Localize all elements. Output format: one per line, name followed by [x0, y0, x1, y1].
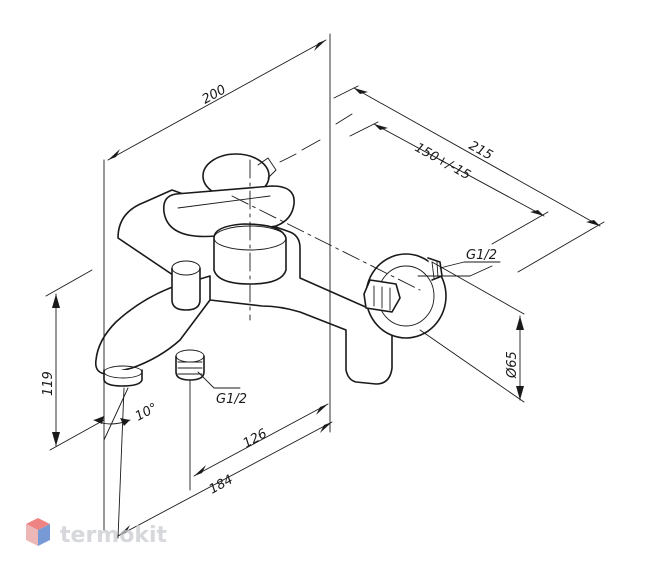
dimension-150-label: 150+/-15 — [412, 140, 473, 183]
dimension-flange-diameter: Ø65 — [419, 261, 525, 403]
dimension-200-label: 200 — [200, 82, 229, 107]
dimension-center-distance: 150+/-15 — [349, 121, 549, 245]
connection-label-bottom: G1/2 — [197, 371, 247, 407]
dimension-height: 119 — [41, 269, 105, 451]
watermark-logo: termokit — [26, 518, 167, 548]
faucet-body — [94, 153, 447, 387]
dimension-spout-reach: 184 — [117, 421, 333, 537]
connection-bottom-label: G1/2 — [216, 392, 247, 407]
dimension-depth: 215 — [333, 85, 605, 273]
dimension-215-label: 215 — [466, 138, 495, 163]
dimension-65-label: Ø65 — [505, 351, 520, 379]
watermark-text: termokit — [60, 523, 167, 548]
connection-top-label: G1/2 — [466, 248, 497, 263]
cube-icon — [26, 518, 50, 546]
dimension-119-label: 119 — [41, 371, 56, 396]
axis-lines — [231, 113, 421, 321]
angle-label: 10° — [133, 400, 160, 424]
connection-label-top: G1/2 — [417, 248, 501, 277]
dimension-126-label: 126 — [241, 426, 270, 451]
